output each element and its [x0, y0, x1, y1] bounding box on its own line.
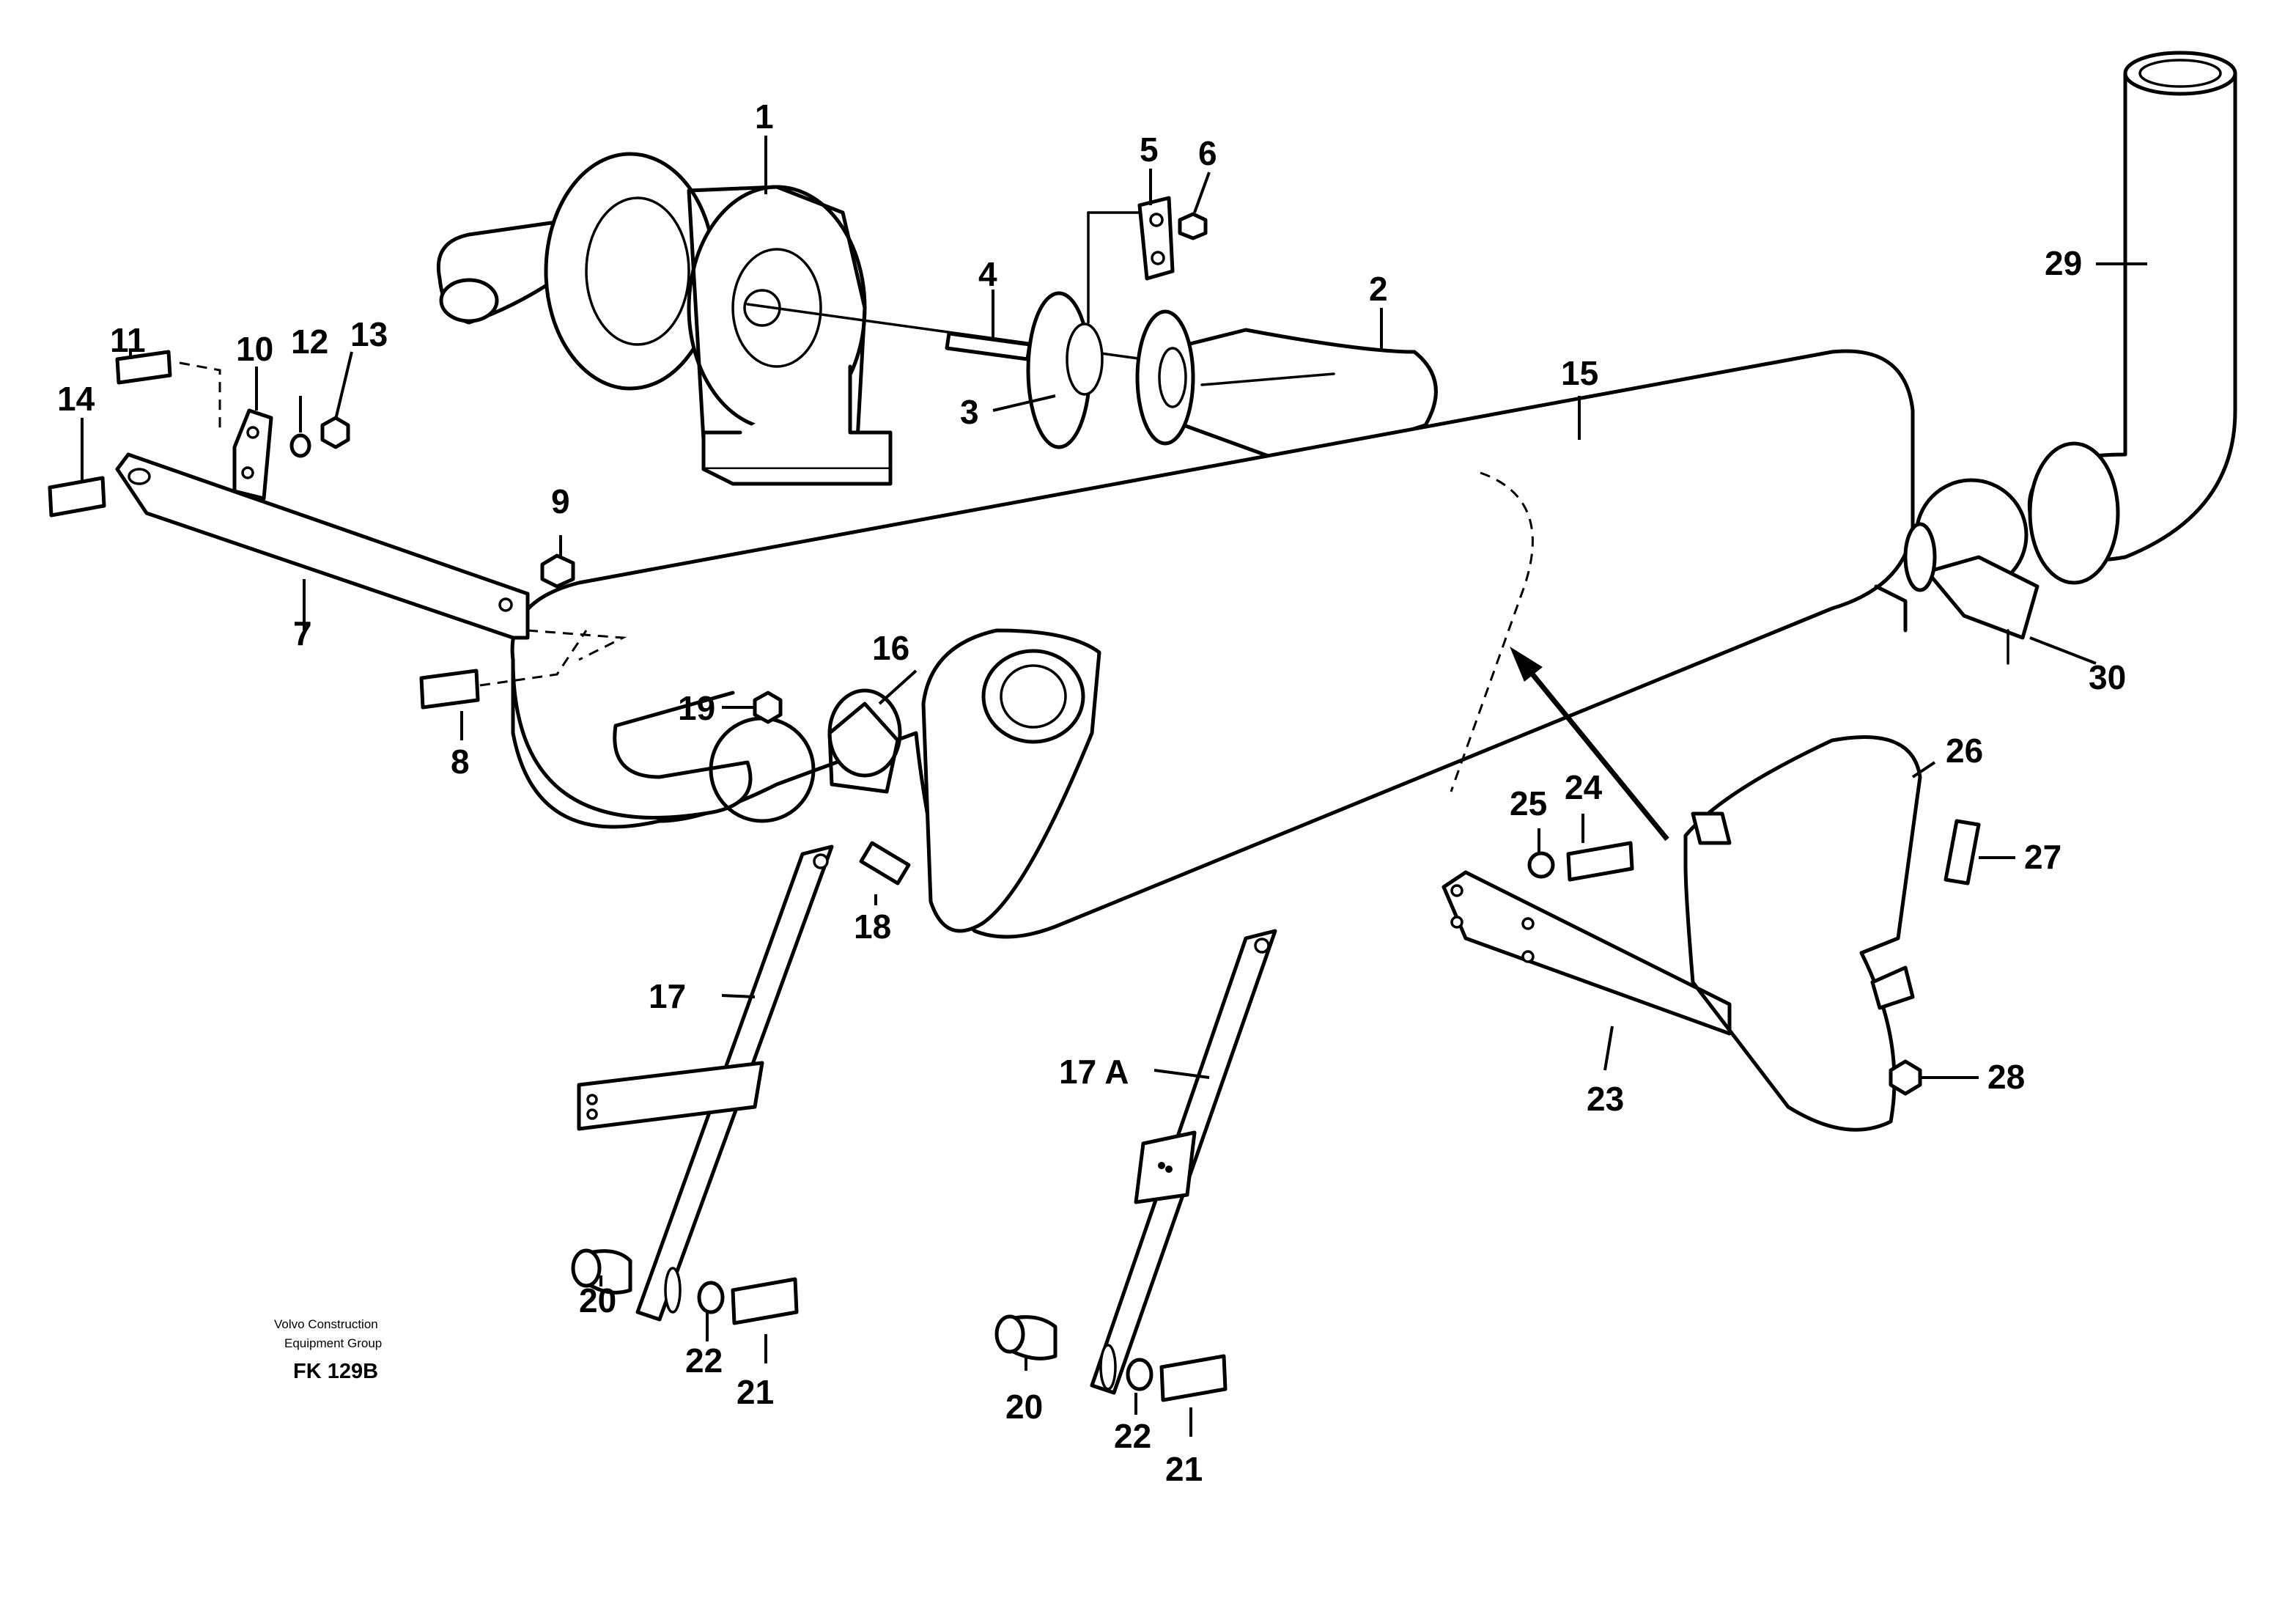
callout-8: 8: [451, 743, 470, 781]
caption: Volvo Construction Equipment Group FK 12…: [274, 1317, 382, 1383]
callout-22-b: 22: [1114, 1417, 1151, 1455]
callout-2: 2: [1369, 270, 1388, 308]
callout-17: 17: [649, 977, 686, 1015]
callout-20: 20: [579, 1281, 616, 1319]
callout-30: 30: [2089, 658, 2126, 696]
callout-20-b: 20: [1005, 1388, 1043, 1426]
callout-13: 13: [350, 315, 388, 353]
leader-lines: [81, 136, 2147, 1437]
flange-gasket: [1026, 211, 1145, 449]
direction-arrow: [1510, 647, 1669, 842]
callout-10: 10: [236, 330, 273, 368]
callout-15: 15: [1561, 354, 1598, 392]
callout-18: 18: [854, 907, 891, 946]
caption-figure-code: FK 129B: [293, 1360, 378, 1383]
pipe-clamp: [753, 688, 911, 885]
callout-7: 7: [293, 614, 312, 652]
callout-1: 1: [755, 97, 774, 136]
muffler-strap-bracket: [1442, 735, 1981, 1132]
tailpipe-clamp: [1874, 478, 2040, 665]
caption-company-line1: Volvo Construction: [274, 1317, 378, 1331]
tailpipe: [2027, 51, 2237, 585]
caption-company-line2: Equipment Group: [284, 1336, 382, 1350]
callout-29: 29: [2045, 244, 2082, 282]
callout-17a: 17 A: [1059, 1053, 1129, 1091]
stay-bracket: [48, 350, 530, 640]
callout-21-b: 21: [1165, 1450, 1203, 1488]
lock-plate: [1137, 196, 1208, 281]
callout-11: 11: [110, 321, 146, 359]
callout-5: 5: [1140, 130, 1159, 169]
callout-27: 27: [2024, 838, 2061, 876]
support-17a: [994, 929, 1277, 1402]
callout-6: 6: [1198, 134, 1217, 172]
callout-16: 16: [872, 629, 909, 667]
callout-28: 28: [1987, 1058, 2025, 1096]
turbocharger: [436, 152, 893, 486]
muffler: [510, 349, 1915, 939]
callout-14: 14: [57, 380, 95, 418]
support-17: [571, 844, 834, 1325]
callout-numbers: 1 2 3 4 5 6 7 8 9 10 11 12 13 14 15 16 1…: [57, 97, 2126, 1488]
callout-19: 19: [678, 689, 715, 727]
callout-26: 26: [1946, 732, 1983, 770]
callout-23: 23: [1587, 1080, 1624, 1118]
fasteners-left: [419, 553, 588, 710]
callout-24: 24: [1565, 768, 1603, 806]
callout-21: 21: [737, 1373, 774, 1411]
callout-3: 3: [960, 393, 979, 431]
callout-4: 4: [978, 255, 997, 293]
callout-22: 22: [685, 1341, 723, 1380]
callout-25: 25: [1510, 784, 1547, 822]
callout-9: 9: [551, 482, 570, 520]
callout-12: 12: [291, 323, 328, 361]
